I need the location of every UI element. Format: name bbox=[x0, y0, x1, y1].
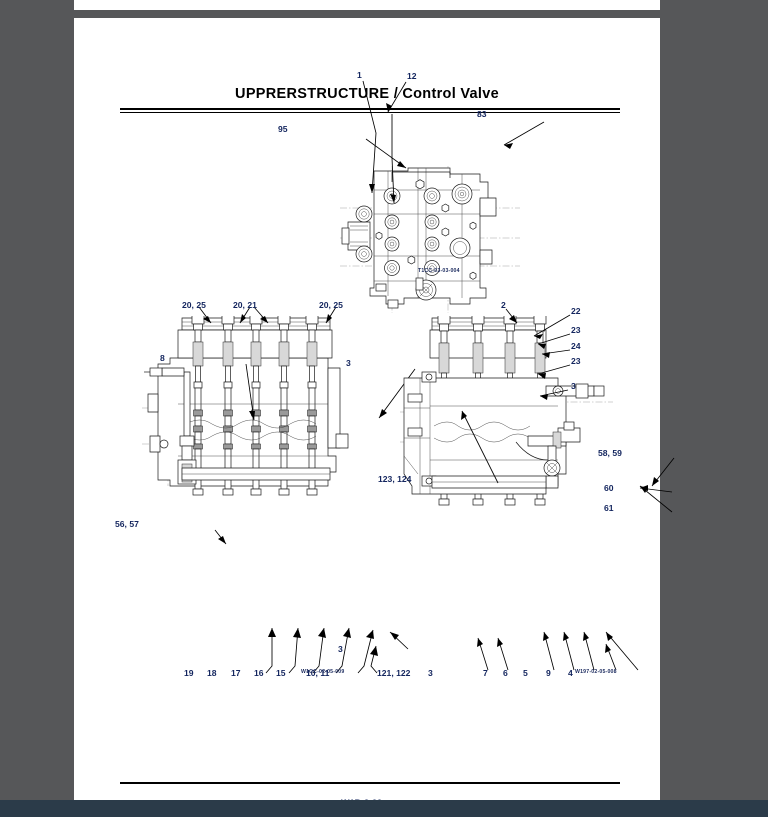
page-title: UPPRERSTRUCTURE / Control Valve bbox=[235, 86, 499, 102]
footer-rule bbox=[120, 782, 620, 784]
figure-top-drawing bbox=[340, 166, 520, 313]
figure-top-drawing-code: T1CC-03-03-004 bbox=[418, 268, 460, 274]
callout-label-bl-19: 19 bbox=[184, 668, 194, 678]
callout-label-br-3-right: 3 bbox=[571, 381, 576, 391]
document-page[interactable]: UPPRERSTRUCTURE / Control Valve bbox=[74, 18, 675, 808]
figure-bottom-left-drawing bbox=[142, 316, 349, 496]
callout-label-bl-20-25-left: 20, 25 bbox=[182, 300, 206, 310]
callout-label-bl-56-57: 56, 57 bbox=[115, 519, 139, 529]
figure-bottom-right-drawing bbox=[400, 316, 613, 506]
callout-label-top-83: 83 bbox=[477, 109, 487, 119]
callout-label-bl-16: 16 bbox=[254, 668, 264, 678]
callout-label-br-4: 4 bbox=[568, 668, 573, 678]
callout-label-br-2: 2 bbox=[501, 300, 506, 310]
callout-label-br-22: 22 bbox=[571, 306, 581, 316]
callout-label-bl-8: 8 bbox=[160, 353, 165, 363]
callout-label-br-7: 7 bbox=[483, 668, 488, 678]
viewer-bottom-toolbar[interactable] bbox=[0, 800, 768, 817]
callout-label-bl-20-25-right: 20, 25 bbox=[319, 300, 343, 310]
callout-label-bl-3-upper: 3 bbox=[346, 358, 351, 368]
callout-label-br-23-b: 23 bbox=[571, 356, 581, 366]
callout-label-br-61: 61 bbox=[604, 503, 614, 513]
callout-label-br-3-bottom: 3 bbox=[428, 668, 433, 678]
viewer-top-separator-bar bbox=[0, 10, 768, 18]
callout-label-bl-3-lower: 3 bbox=[338, 644, 343, 654]
callout-label-bl-18: 18 bbox=[207, 668, 217, 678]
callout-label-top-12: 12 bbox=[407, 71, 417, 81]
title-rule-thin bbox=[120, 112, 620, 113]
figure-bottom-left-drawing-code: W1CC-02-05-009 bbox=[301, 669, 345, 675]
callout-label-bl-10-11: 10, 11 bbox=[306, 668, 330, 678]
callout-label-br-5: 5 bbox=[523, 668, 528, 678]
callout-label-top-1: 1 bbox=[357, 70, 362, 80]
callout-label-br-6: 6 bbox=[503, 668, 508, 678]
callout-label-br-60: 60 bbox=[604, 483, 614, 493]
callout-label-br-121-122: 121, 122 bbox=[377, 668, 411, 678]
callout-label-bl-20-21: 20, 21 bbox=[233, 300, 257, 310]
callout-label-br-58-59: 58, 59 bbox=[598, 448, 622, 458]
figure-bottom-right-drawing-code: W197-02-05-008 bbox=[575, 669, 617, 675]
callout-label-br-9: 9 bbox=[546, 668, 551, 678]
viewer-top-page-edge bbox=[74, 0, 660, 10]
callout-label-br-24: 24 bbox=[571, 341, 581, 351]
title-rule-thick bbox=[120, 108, 620, 110]
callout-label-br-123-124: 123, 124 bbox=[378, 474, 412, 484]
callout-label-br-23-a: 23 bbox=[571, 325, 581, 335]
callout-label-bl-17: 17 bbox=[231, 668, 241, 678]
callout-label-top-95: 95 bbox=[278, 124, 288, 134]
callout-label-bl-15: 15 bbox=[276, 668, 286, 678]
